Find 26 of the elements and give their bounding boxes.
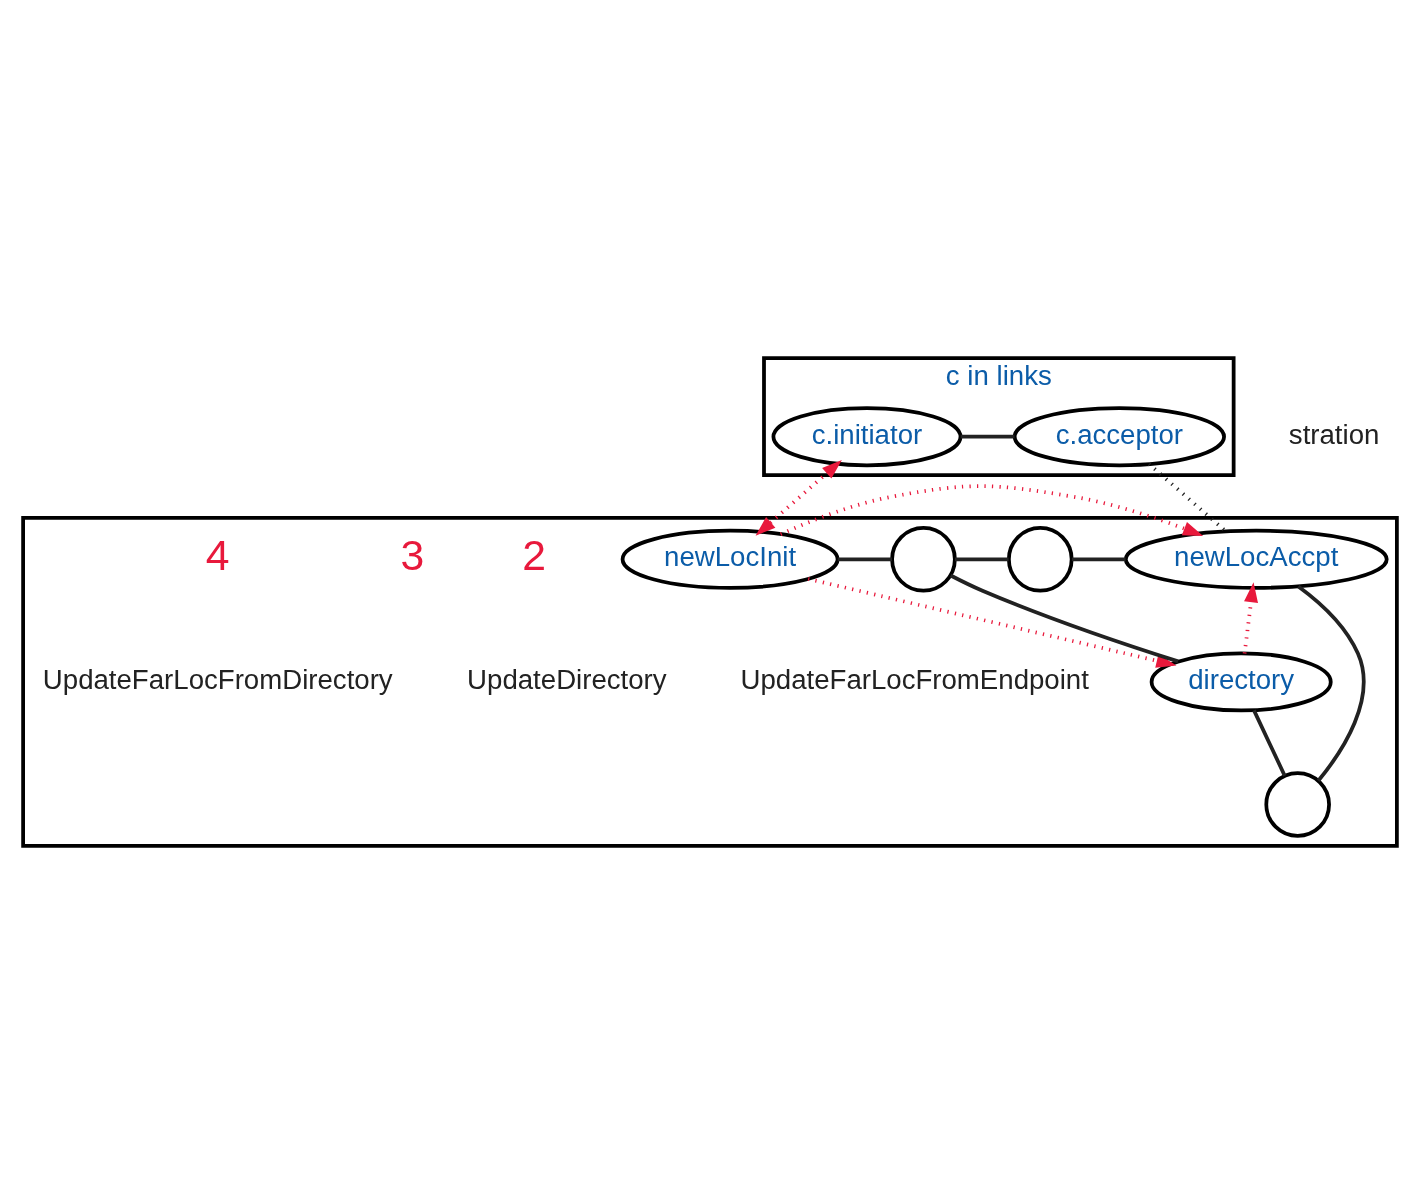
node-ellipse: newLocAccpt [1123,528,1389,590]
connector [1252,709,1287,777]
connector [1147,462,1228,534]
connector [960,434,1015,439]
node-circle [890,526,957,593]
label: 2 [522,531,547,580]
arrow [1242,582,1258,654]
connector [954,557,1009,562]
connector [1071,557,1126,562]
node-circle [1264,771,1331,838]
arrow [779,484,1204,536]
label: 4 [205,531,230,580]
node-ellipse: newLocInit [620,528,840,590]
arrow [807,577,1177,668]
label: 3 [400,531,425,580]
label: UpdateFarLocFromDirectory [42,663,393,695]
node-ellipse: c.acceptor [1012,406,1226,468]
arrow [755,459,842,536]
label: UpdateDirectory [467,663,667,695]
node-ellipse: c.initiator [771,406,963,468]
connector [837,557,892,562]
connector [1297,584,1366,782]
connector [949,573,1179,664]
label: UpdateFarLocFromEndpoint [740,663,1089,695]
label: stration [1288,418,1380,450]
node-circle [1006,526,1074,593]
